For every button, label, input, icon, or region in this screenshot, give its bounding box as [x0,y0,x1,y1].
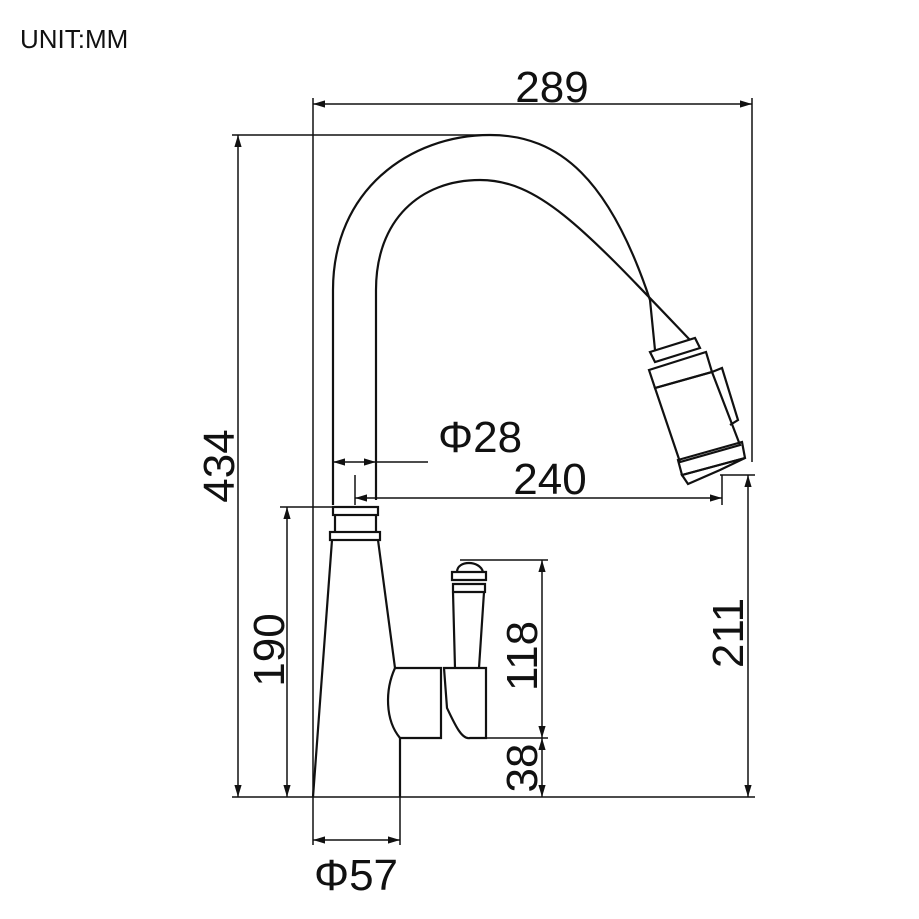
label-phi28: Φ28 [438,413,522,462]
label-240: 240 [513,455,586,504]
label-38: 38 [498,744,547,793]
unit-label: UNIT:MM [20,24,129,54]
collar-ring-top [331,505,380,517]
label-289: 289 [515,63,588,112]
dimension-lines [232,98,755,845]
label-phi57: Φ57 [314,851,398,900]
collar-ring-bottom [328,530,382,542]
label-190: 190 [245,613,294,686]
label-211: 211 [704,598,753,668]
label-434: 434 [195,429,244,502]
lever-block [386,666,443,740]
faucet-outline [311,133,747,798]
handle-block [442,666,488,740]
body-cone [311,539,402,798]
spout-inner [374,178,691,500]
label-118: 118 [498,621,547,691]
spray-head [647,336,747,486]
lever-handle [450,561,488,669]
